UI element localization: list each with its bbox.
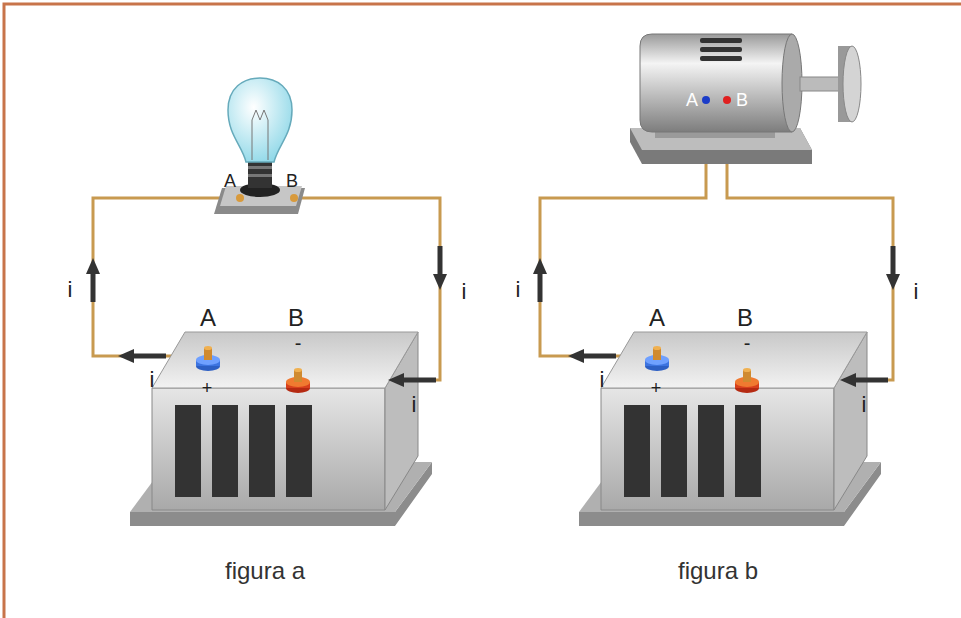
figure-caption: figura a	[225, 559, 305, 583]
terminal-label: B	[737, 306, 753, 330]
battery	[130, 332, 432, 526]
current-label: i	[862, 394, 867, 416]
terminal-label: A	[224, 172, 236, 190]
current-label: i	[68, 279, 73, 301]
battery	[579, 332, 881, 526]
current-label: i	[600, 369, 605, 391]
lamp	[214, 78, 305, 214]
current-label: i	[462, 281, 467, 303]
frame	[4, 4, 961, 618]
terminal-label: B	[736, 91, 748, 109]
polarity-sign: -	[744, 333, 751, 353]
terminal-label: B	[286, 172, 298, 190]
current-label: i	[150, 369, 155, 391]
current-arrow	[86, 246, 900, 387]
terminal-label: A	[686, 91, 698, 109]
motor	[630, 34, 861, 164]
current-label: i	[516, 279, 521, 301]
current-label: i	[914, 281, 919, 303]
figure-caption: figura b	[678, 559, 758, 583]
terminal-label: A	[649, 306, 665, 330]
terminal-label: A	[200, 306, 216, 330]
terminal-label: B	[288, 306, 304, 330]
polarity-sign: +	[202, 379, 213, 397]
current-label: i	[412, 394, 417, 416]
polarity-sign: +	[651, 379, 662, 397]
polarity-sign: -	[295, 333, 302, 353]
